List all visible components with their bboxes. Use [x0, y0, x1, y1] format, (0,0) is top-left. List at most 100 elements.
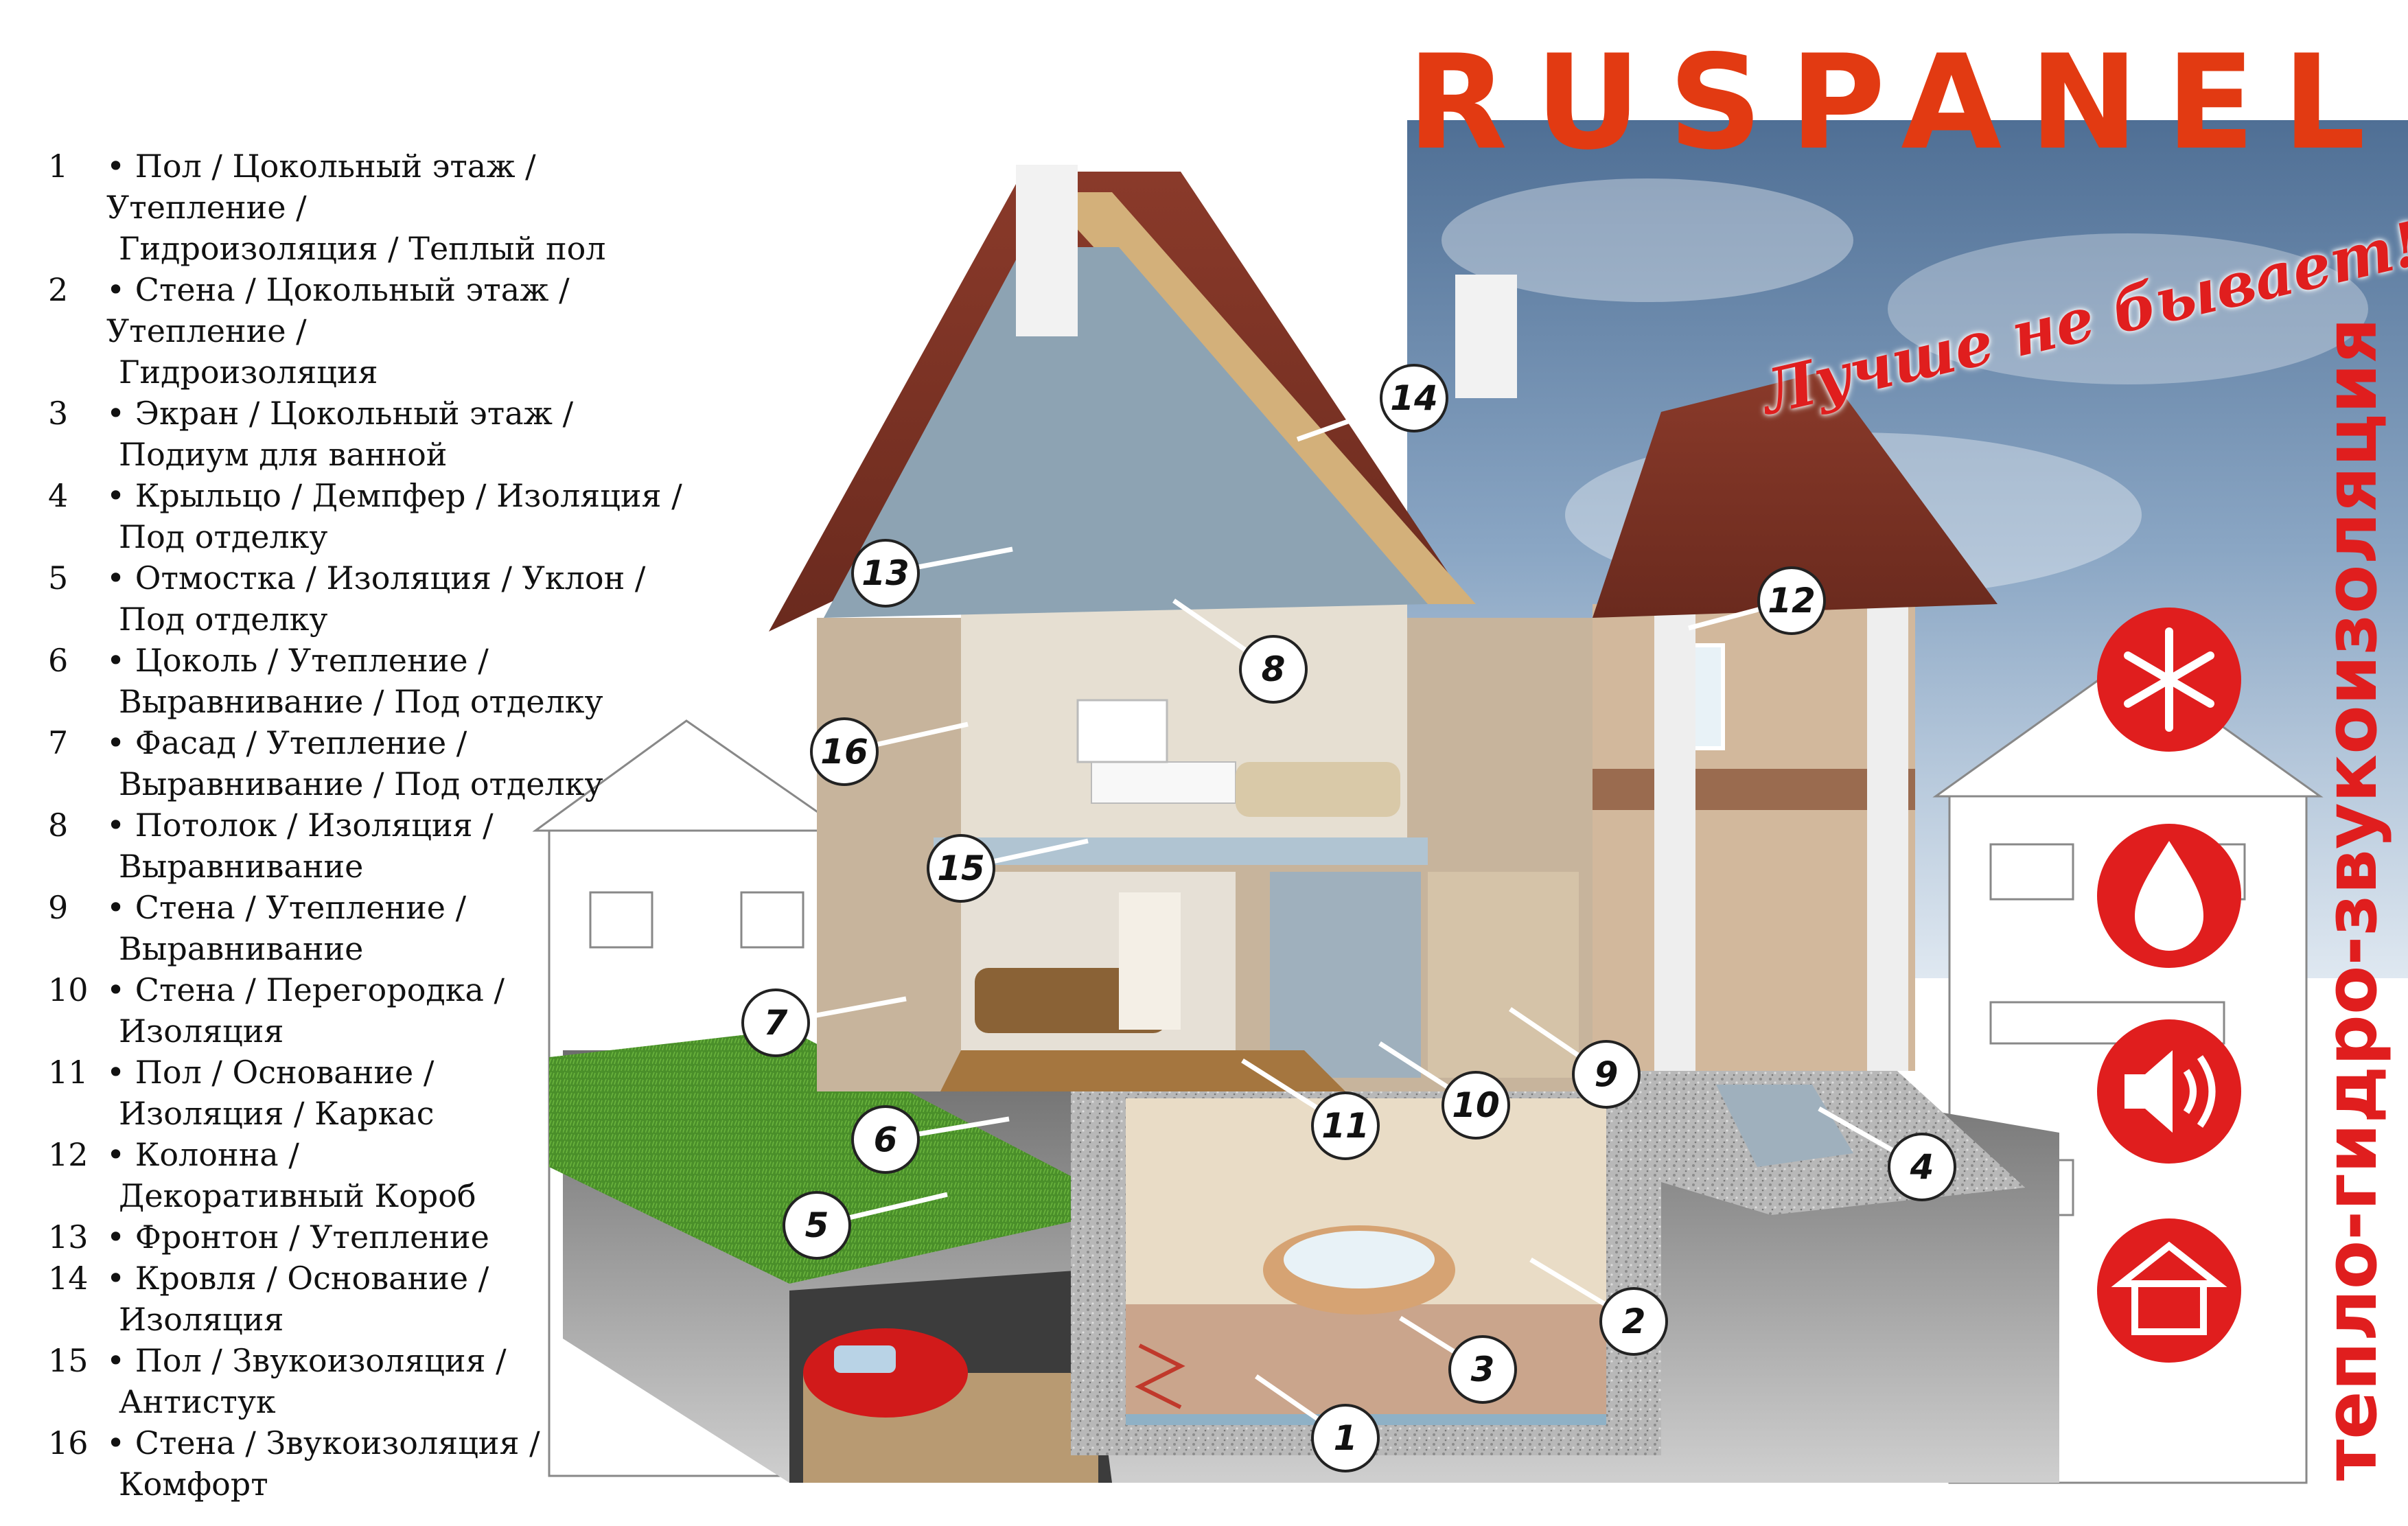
chimney-left: [1016, 165, 1078, 336]
water-drop-icon: [2097, 824, 2241, 968]
legend-line: • Пол / Цокольный этаж / Утепление /: [106, 148, 536, 226]
legend-text: • Стена / Звукоизоляция /Комфорт: [106, 1422, 724, 1505]
legend-number: 12: [48, 1136, 89, 1173]
legend-item: 10 • Стена / Перегородка /Изоляция: [48, 969, 734, 1052]
svg-text:6: 6: [874, 1120, 898, 1159]
snowflake-sun-icon: [2097, 608, 2241, 752]
callouts: 1 2 3 4 5 6 7 8 9 10 11 12 13 14 15 16: [741, 364, 1956, 1472]
chimney-right: [1455, 275, 1517, 398]
legend-line: Декоративный Короб: [119, 1177, 476, 1214]
legend-number: 4: [48, 477, 69, 514]
legend-text: • Отмостка / Изоляция / Уклон /Под отдел…: [106, 557, 724, 640]
legend-item: 16• Стена / Звукоизоляция /Комфорт: [48, 1422, 734, 1505]
svg-text:13: 13: [861, 553, 910, 593]
legend-line: Выравнивание: [119, 848, 364, 885]
legend-line: • Фасад / Утепление /: [106, 724, 467, 761]
vertical-title: тепло-гидро-звукоизоляция: [2309, 318, 2393, 1481]
house-icon: [2097, 1218, 2241, 1363]
callout-9: 9: [1572, 1040, 1641, 1109]
legend-number: 13: [48, 1218, 89, 1256]
svg-text:15: 15: [937, 848, 985, 888]
legend-line: • Стена / Утепление /: [106, 889, 467, 926]
legend-text: • Пол / Звукоизоляция / Антистук: [106, 1340, 724, 1422]
legend-item: 6• Цоколь / Утепление /Выравнивание / По…: [48, 640, 734, 722]
legend-item: 7 • Фасад / Утепление /Выравнивание / Под…: [48, 722, 734, 805]
callout-8: 8: [1239, 635, 1308, 704]
legend-line: • Экран / Цокольный этаж /: [106, 395, 574, 432]
legend-number: 15: [48, 1342, 89, 1379]
svg-text:2: 2: [1622, 1302, 1646, 1341]
legend-item: 5 • Отмостка / Изоляция / Уклон /Под отде…: [48, 557, 734, 640]
legend-number: 5: [48, 559, 69, 597]
callout-5: 5: [783, 1191, 851, 1260]
callout-7: 7: [741, 989, 810, 1057]
legend-number: 10: [48, 971, 89, 1008]
legend-line: • Цоколь / Утепление /: [106, 642, 489, 679]
legend-line: • Колонна /: [106, 1136, 299, 1173]
legend-text: • Пол / Основание / Изоляция / Каркас: [106, 1052, 724, 1134]
legend-text: • Колонна / Декоративный Короб: [106, 1134, 724, 1216]
callout-1: 1: [1311, 1404, 1380, 1472]
piano: [1091, 761, 1236, 804]
legend-text: • Пол / Цокольный этаж / Утепление / Гидр…: [106, 146, 724, 269]
legend-line: Изоляция / Каркас: [119, 1095, 435, 1132]
legend-text: • Экран / Цокольный этаж / Подиум для ван…: [106, 393, 724, 475]
legend-line: Комфорт: [119, 1466, 268, 1503]
svg-text:8: 8: [1262, 649, 1286, 689]
legend-item: 2 • Стена / Цокольный этаж / Утепление /Г…: [48, 269, 734, 393]
legend-number: 1: [48, 148, 69, 185]
right-wing: [1593, 604, 1915, 1071]
legend-number: 14: [48, 1260, 89, 1297]
legend-item: 14 • Кровля / Основание /Изоляция: [48, 1258, 734, 1340]
callout-6: 6: [851, 1105, 920, 1174]
svg-text:7: 7: [764, 1003, 788, 1043]
couch: [1236, 762, 1400, 817]
legend-number: 11: [48, 1054, 89, 1091]
callout-15: 15: [927, 834, 995, 903]
legend-number: 7: [48, 724, 69, 761]
legend-text: • Стена / Перегородка /Изоляция: [106, 969, 724, 1052]
legend-item: 9 • Стена / Утепление / Выравнивание: [48, 887, 734, 969]
legend-line: • Фронтон / Утепление: [106, 1218, 489, 1256]
gable-panel: [824, 247, 1428, 618]
legend-number: 9: [48, 889, 69, 926]
legend-line: • Крыльцо / Демпфер / Изоляция /: [106, 477, 682, 514]
legend-text: • Фронтон / Утепление: [106, 1216, 724, 1258]
legend-number: 2: [48, 271, 69, 308]
legend-text: • Кровля / Основание /Изоляция: [106, 1258, 724, 1340]
legend-line: Подиум для ванной: [119, 436, 448, 473]
svg-text:3: 3: [1471, 1350, 1495, 1389]
legend-line: Антистук: [119, 1383, 276, 1420]
speaker-icon: [2097, 1019, 2241, 1164]
legend-line: Изоляция: [119, 1013, 284, 1050]
legend-item: 15 • Пол / Звукоизоляция / Антистук: [48, 1340, 734, 1422]
legend-text: • Фасад / Утепление /Выравнивание / Под …: [106, 722, 724, 805]
legend-item: 1 • Пол / Цокольный этаж / Утепление / Гид…: [48, 146, 734, 269]
legend-text: • Стена / Цокольный этаж / Утепление /Ги…: [106, 269, 724, 393]
legend-text: • Стена / Утепление / Выравнивание: [106, 887, 724, 969]
svg-text:16: 16: [820, 732, 868, 772]
column-left: [1654, 604, 1695, 1071]
legend-line: • Отмостка / Изоляция / Уклон /: [106, 559, 646, 597]
callout-12: 12: [1757, 566, 1826, 635]
legend-line: Под отделку: [119, 518, 328, 555]
legend-line: • Кровля / Основание /: [106, 1260, 489, 1297]
legend-number: 3: [48, 395, 69, 432]
legend-line: Гидроизоляция / Теплый пол: [119, 230, 606, 267]
legend-item: 4 • Крыльцо / Демпфер / Изоляция / Под отд…: [48, 475, 734, 557]
callout-2: 2: [1599, 1287, 1668, 1356]
svg-text:1: 1: [1334, 1418, 1358, 1458]
legend-line: • Потолок / Изоляция /: [106, 807, 494, 844]
callout-16: 16: [810, 717, 879, 786]
balcony: [1593, 769, 1915, 810]
legend-text: • Крыльцо / Демпфер / Изоляция / Под отде…: [106, 475, 724, 557]
legend-line: Выравнивание: [119, 930, 364, 967]
legend-item: 8• Потолок / Изоляция /Выравнивание: [48, 805, 734, 887]
legend-line: • Пол / Основание /: [106, 1054, 435, 1091]
callout-11: 11: [1311, 1091, 1380, 1160]
legend-line: Выравнивание / Под отделку: [119, 683, 603, 720]
callout-3: 3: [1448, 1335, 1517, 1404]
legend-line: • Пол / Звукоизоляция /: [106, 1342, 507, 1379]
brand-logo: RUSPANEL: [1407, 27, 2394, 178]
svg-text:12: 12: [1768, 581, 1816, 621]
